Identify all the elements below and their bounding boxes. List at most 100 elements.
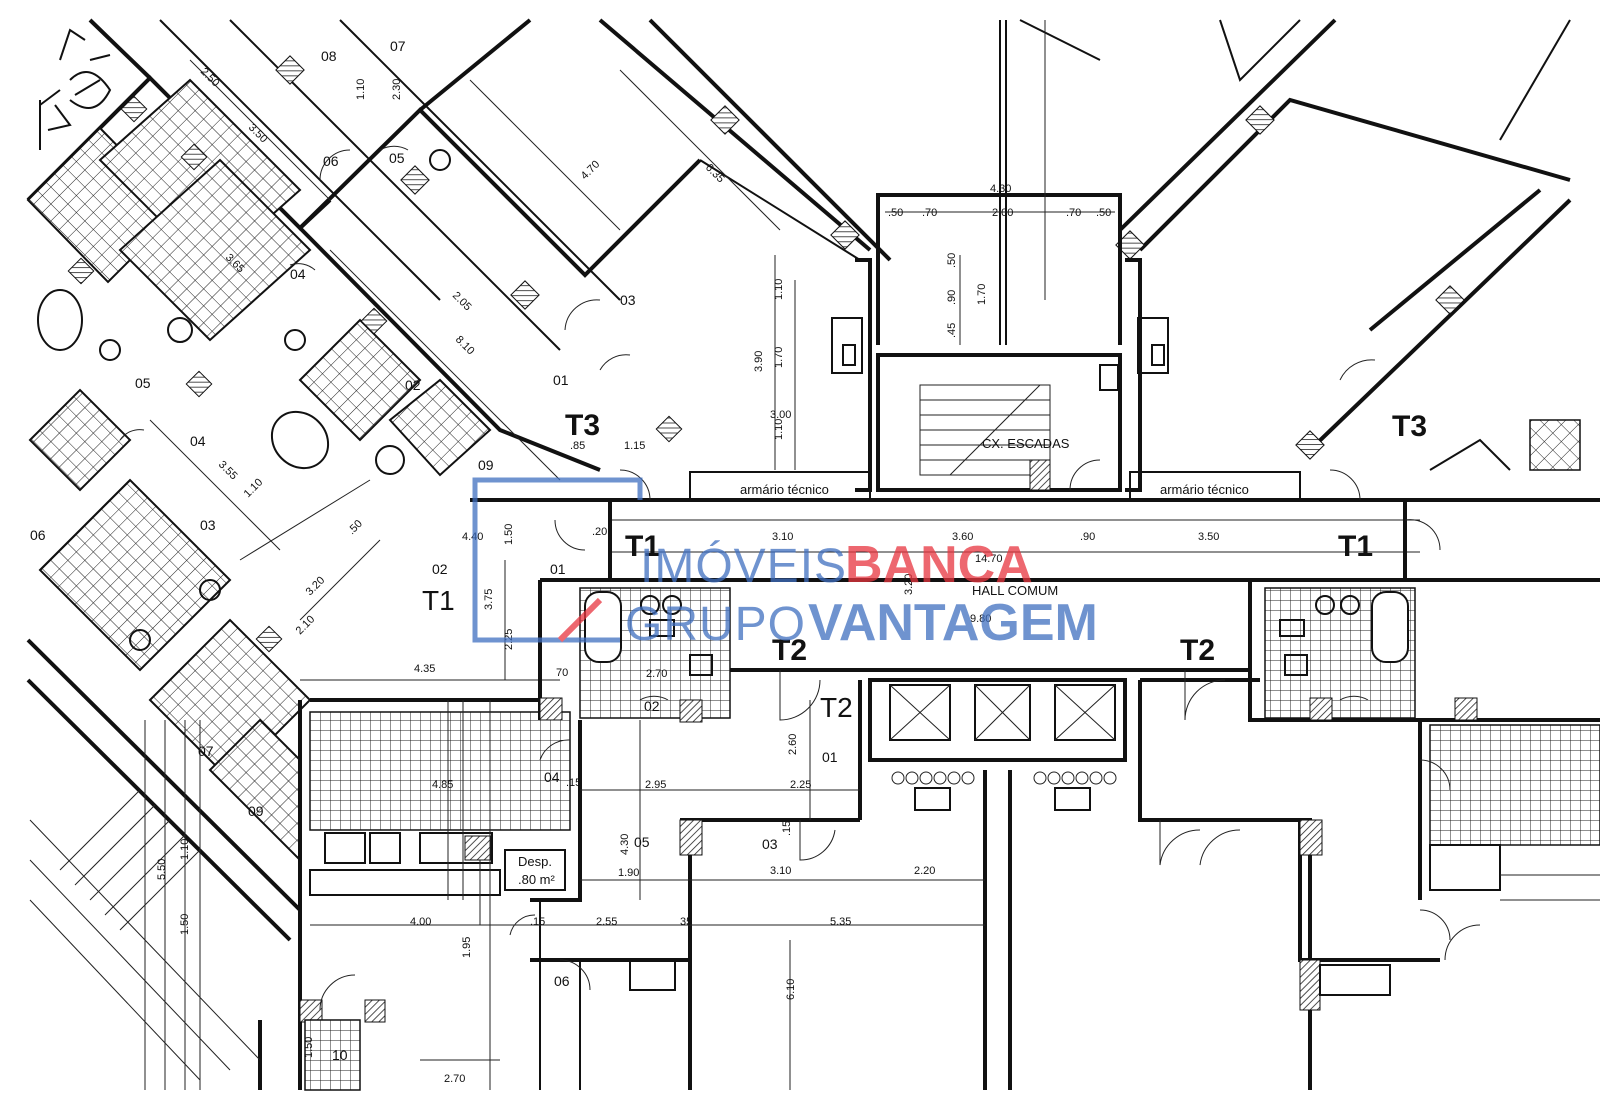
unit-t2-left: T2 bbox=[772, 634, 807, 667]
dimension-label: .70 bbox=[922, 207, 937, 219]
dimension-label: 1.15 bbox=[624, 440, 645, 452]
room-number: 02 bbox=[432, 561, 448, 577]
unit-t2-lower: T2 bbox=[820, 692, 853, 723]
lower-apartments bbox=[29, 459, 1600, 1091]
room-number: 04 bbox=[190, 433, 206, 449]
room-number: 06 bbox=[30, 527, 46, 543]
dimension-label: 2.70 bbox=[646, 668, 667, 680]
dimension-label: 70 bbox=[556, 667, 568, 679]
t1-bathroom-right bbox=[1264, 587, 1416, 719]
dimension-label: 1.10 bbox=[355, 79, 367, 100]
dimension-label: .90 bbox=[1080, 531, 1095, 543]
room-number: 02 bbox=[405, 377, 421, 393]
dimension-label: 2.30 bbox=[391, 79, 403, 100]
dimension-label: 2.55 bbox=[596, 916, 617, 928]
right-diagonal-wing bbox=[1019, 18, 1581, 471]
watermark-line2-light: GRUPO bbox=[625, 598, 806, 651]
dimension-label: 3.20 bbox=[903, 574, 915, 595]
stair-core bbox=[774, 20, 1122, 492]
dimension-label: 4.85 bbox=[432, 779, 453, 791]
dimension-label: 3.10 bbox=[772, 531, 793, 543]
dimension-label: 35 bbox=[680, 916, 692, 928]
dimension-label: 6.10 bbox=[785, 979, 797, 1000]
watermark: IMÓVEIS BANCA GRUPO VANTAGEM bbox=[472, 477, 1098, 652]
room-number: 04 bbox=[290, 266, 306, 282]
room-number: 10 bbox=[332, 1047, 348, 1063]
dimension-label: .15 bbox=[566, 777, 581, 789]
unit-t1-left-room: T1 bbox=[422, 585, 455, 616]
watermark-line2-bold: VANTAGEM bbox=[808, 594, 1098, 652]
room-number: 05 bbox=[634, 834, 650, 850]
unit-labels: T3 T3 T1 T1 T1 T2 T2 T2 bbox=[422, 409, 1427, 723]
watermark-line1-bold: BANCA bbox=[845, 536, 1033, 594]
dimension-label: 3.00 bbox=[770, 409, 791, 421]
unit-t1-left-bold: T1 bbox=[625, 530, 660, 563]
room-number: 07 bbox=[198, 743, 214, 759]
dimension-label: 1.50 bbox=[303, 1037, 315, 1058]
dimension-label: 1.90 bbox=[618, 867, 639, 879]
mid-blocks bbox=[689, 258, 1301, 501]
dimension-label: .45 bbox=[946, 323, 958, 338]
dimension-label: .15 bbox=[530, 916, 545, 928]
dimension-label: 3.10 bbox=[770, 865, 791, 877]
room-number: 03 bbox=[200, 517, 216, 533]
unit-t1-right-bold: T1 bbox=[1338, 530, 1373, 563]
dimension-label: .50 bbox=[888, 207, 903, 219]
dimension-label: 4.00 bbox=[410, 916, 431, 928]
room-number: 06 bbox=[554, 973, 570, 989]
dimension-label: 1.95 bbox=[461, 937, 473, 958]
room-number: 03 bbox=[762, 836, 778, 852]
dimension-label: 1.50 bbox=[503, 524, 515, 545]
dimension-label: 1.70 bbox=[976, 284, 988, 305]
room-number: 05 bbox=[389, 150, 405, 166]
left-stair-lines bbox=[59, 789, 201, 931]
dimension-label: 2.00 bbox=[992, 207, 1013, 219]
dimension-label: 4.30 bbox=[990, 183, 1011, 195]
dimension-label: 9.80 bbox=[970, 613, 991, 625]
room-number: 06 bbox=[323, 153, 339, 169]
room-number: 03 bbox=[620, 292, 636, 308]
dimension-label: .85 bbox=[570, 440, 585, 452]
dimension-label: 3.60 bbox=[952, 531, 973, 543]
unit-t3-left: T3 bbox=[565, 409, 600, 442]
dimension-label: .90 bbox=[946, 290, 958, 305]
room-numbers: 01 03 09 02 01 02 04 05 01 03 06 10 08 0… bbox=[30, 38, 838, 1063]
room-number: 01 bbox=[550, 561, 566, 577]
handwriting-scribble bbox=[39, 28, 112, 150]
room-number: 01 bbox=[553, 372, 569, 388]
dimension-label: 2.60 bbox=[787, 734, 799, 755]
room-number: 01 bbox=[822, 749, 838, 765]
label-desp-area: .80 m² bbox=[518, 872, 556, 887]
room-number: 09 bbox=[248, 803, 264, 819]
dimension-label: 2.95 bbox=[645, 779, 666, 791]
room-number: 04 bbox=[544, 769, 560, 785]
dimension-label: .15 bbox=[781, 821, 793, 836]
dimension-label: 1.10 bbox=[773, 279, 785, 300]
t1-bathroom-left bbox=[579, 587, 731, 719]
dimension-label: 2.70 bbox=[444, 1073, 465, 1085]
room-number: 05 bbox=[135, 375, 151, 391]
labels: CX. ESCADAS HALL COMUM armário técnico a… bbox=[518, 436, 1249, 887]
watermark-slash bbox=[557, 597, 603, 643]
label-armario-tecnico-left: armário técnico bbox=[740, 482, 829, 497]
watermark-bracket bbox=[472, 477, 620, 643]
dimension-label: .70 bbox=[1066, 207, 1081, 219]
dimension-label: .20 bbox=[592, 526, 607, 538]
dimension-label: 4.30 bbox=[619, 834, 631, 855]
label-armario-tecnico-right: armário técnico bbox=[1160, 482, 1249, 497]
room-number: 08 bbox=[321, 48, 337, 64]
hall bbox=[300, 469, 1600, 681]
label-hall-comum: HALL COMUM bbox=[972, 583, 1058, 598]
dimension-label: 2.20 bbox=[914, 865, 935, 877]
dimension-label: .50 bbox=[1096, 207, 1111, 219]
dimension-label: 2.25 bbox=[790, 779, 811, 791]
unit-t2-right: T2 bbox=[1180, 634, 1215, 667]
room-number: 07 bbox=[390, 38, 406, 54]
dimension-label: 1.50 bbox=[179, 914, 191, 935]
dimension-label: .50 bbox=[946, 253, 958, 268]
label-desp: Desp. bbox=[518, 854, 552, 869]
diagonal-wing bbox=[26, 18, 892, 942]
dimension-label: 5.50 bbox=[156, 859, 168, 880]
dimension-label: 1.70 bbox=[773, 347, 785, 368]
